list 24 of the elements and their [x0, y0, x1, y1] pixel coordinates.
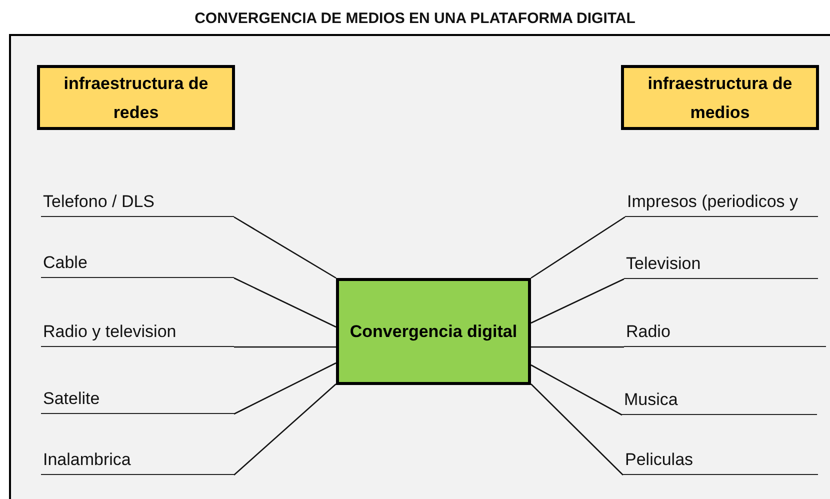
connector-line [530, 278, 624, 324]
connector-line [530, 384, 624, 476]
connector-line [234, 346, 336, 348]
connector-line [234, 362, 336, 415]
underlined-item: Musica [622, 384, 817, 415]
underlined-item: Television [624, 248, 818, 279]
connector-line [234, 384, 336, 476]
underlined-item: Impresos (periodicos y [625, 157, 818, 217]
connector-line [531, 346, 624, 348]
underlined-item: Cable [41, 247, 234, 278]
category-box: infraestructura de medios [621, 65, 819, 130]
diagram-title: CONVERGENCIA DE MEDIOS EN UNA PLATAFORMA DIGITAL [194, 9, 636, 29]
connector-line [234, 277, 336, 328]
connector-line [530, 364, 622, 416]
connector-line [530, 216, 626, 279]
connector-line [234, 216, 336, 279]
underlined-item: Peliculas [623, 444, 818, 475]
underlined-item: Inalambrica [41, 444, 234, 475]
underlined-item: Satelite [41, 383, 234, 414]
underlined-item: Radio y television [41, 316, 234, 347]
underlined-item: Radio [624, 316, 826, 347]
underlined-item: Telefono / DLS [41, 186, 234, 217]
category-box: infraestructura de redes [37, 65, 235, 130]
central-box: Convergencia digital [336, 278, 531, 385]
